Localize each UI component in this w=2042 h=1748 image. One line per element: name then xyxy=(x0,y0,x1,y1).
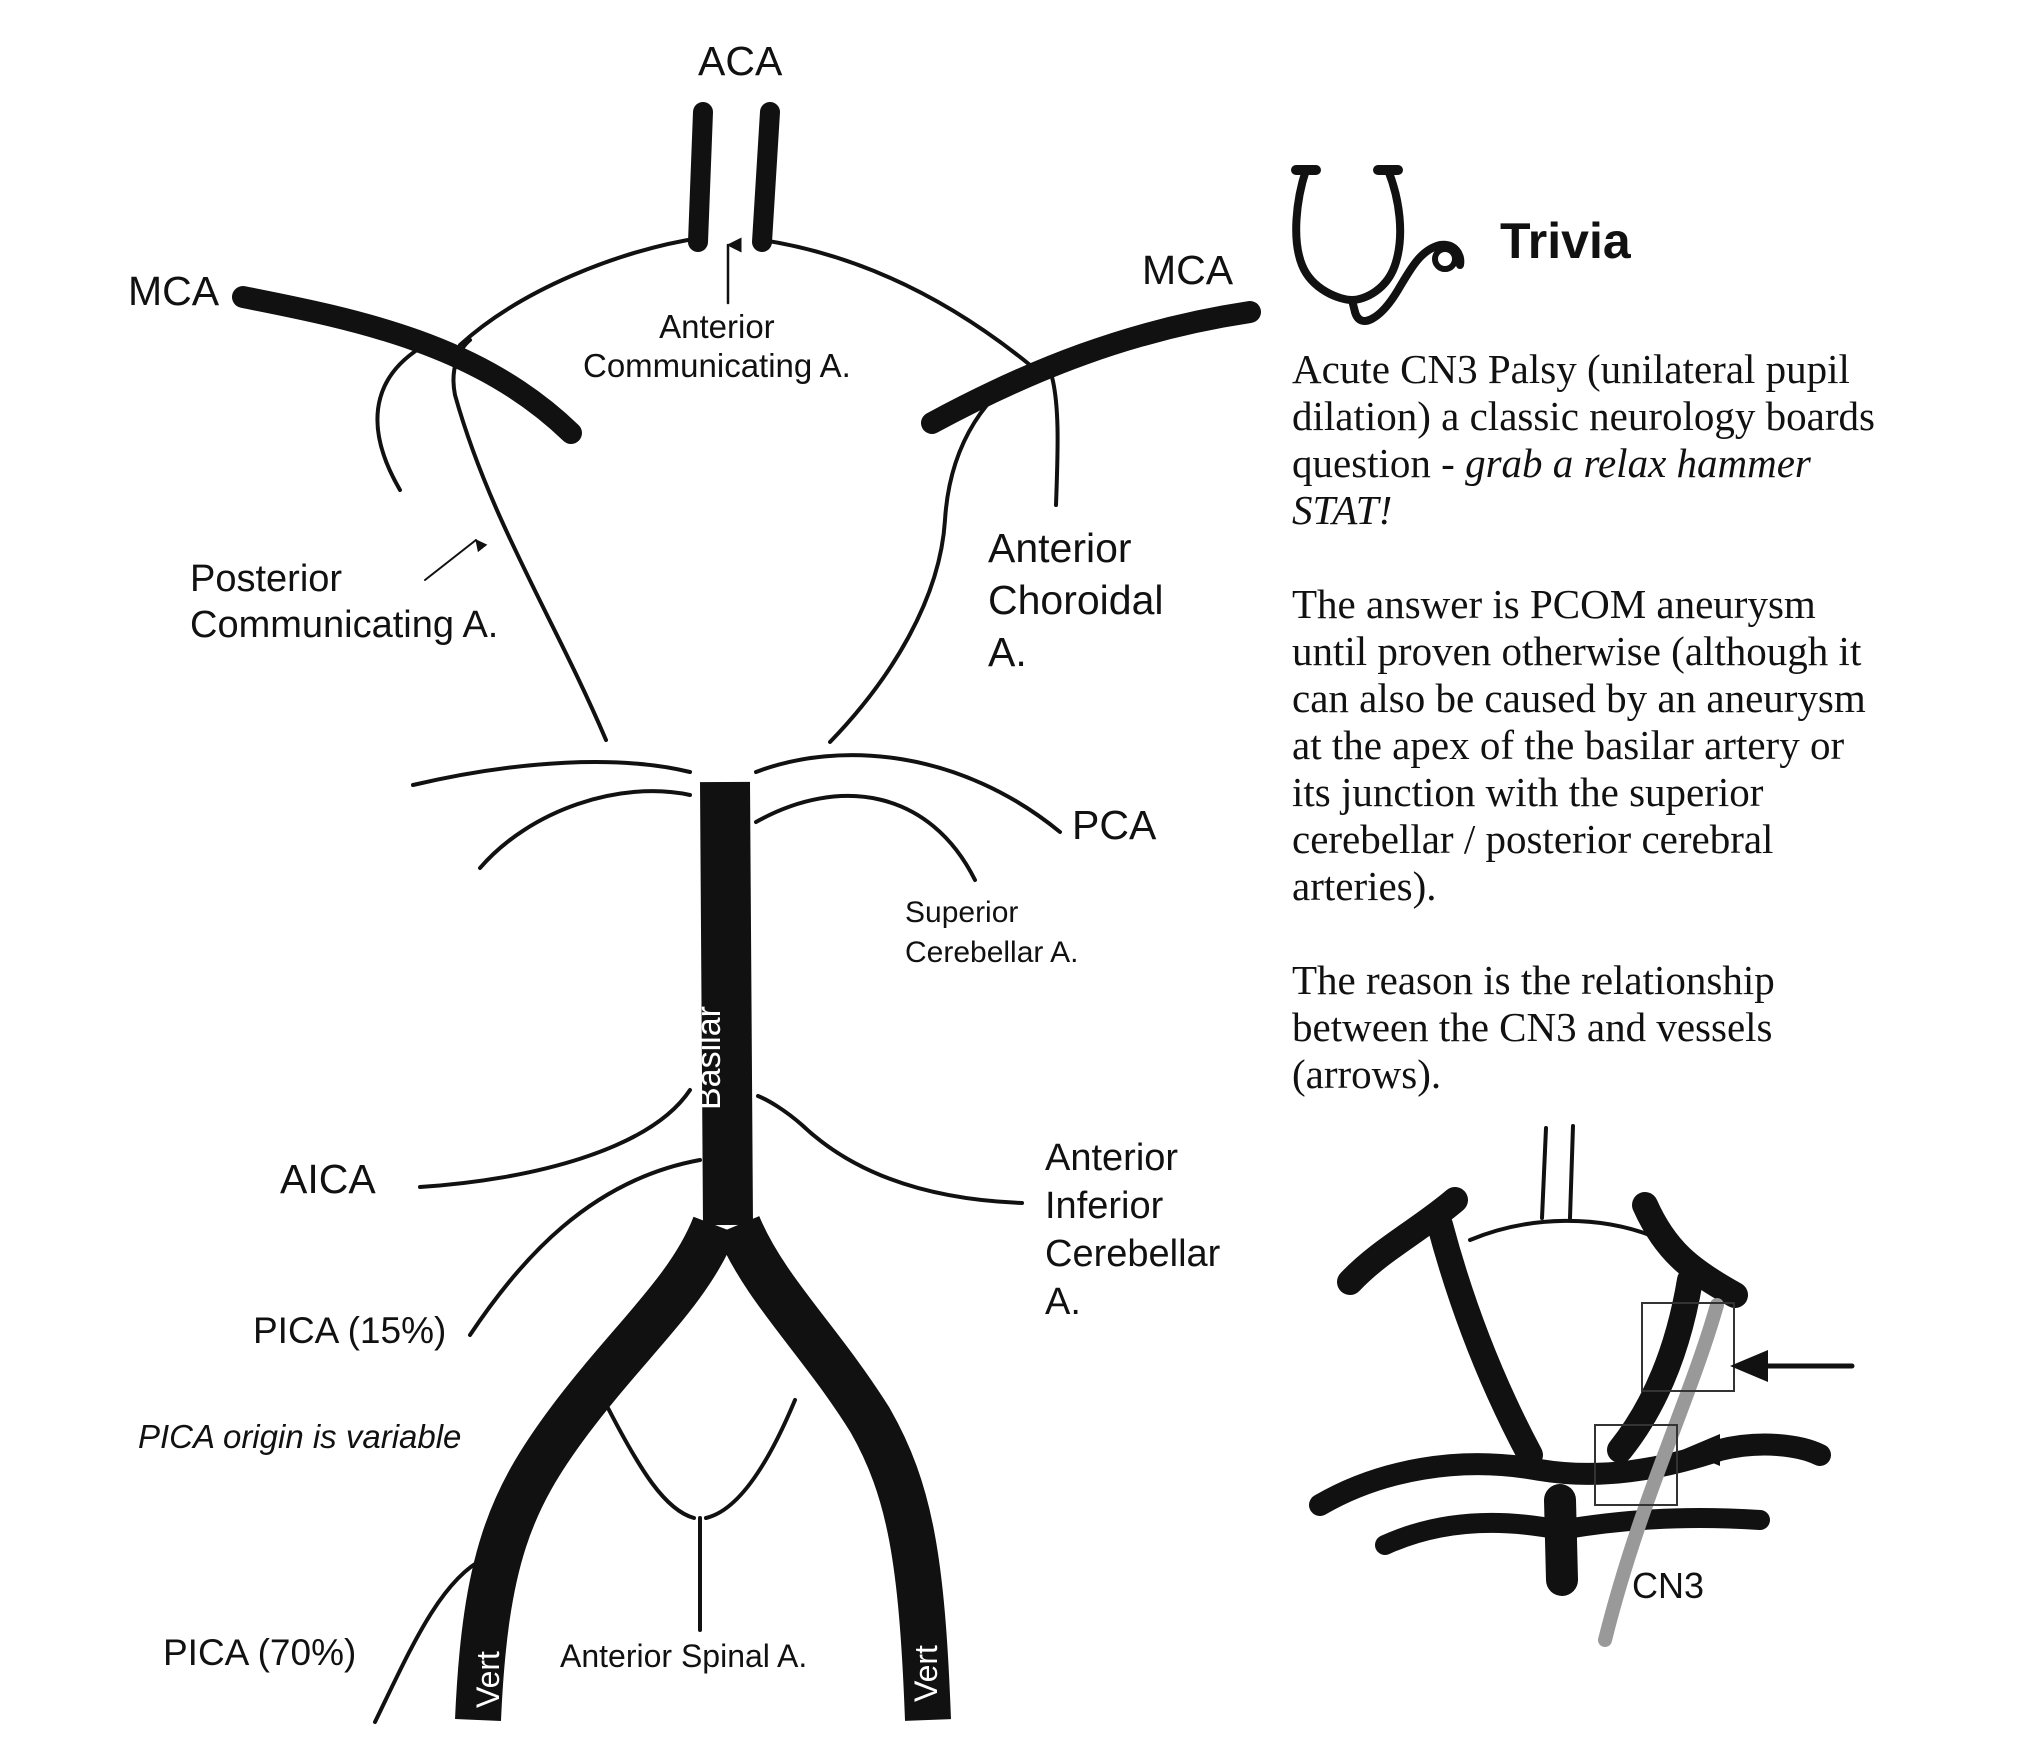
pcom-vessel xyxy=(451,338,608,742)
cn3-label: CN3 xyxy=(1632,1565,1705,1606)
pica15-vessel xyxy=(468,1158,702,1337)
anterior-spinal-left xyxy=(606,1406,696,1520)
mca-left-label: MCA xyxy=(128,268,220,314)
trivia-p1-main: Acute CN3 Palsy (unilateral pupil dilati… xyxy=(1292,346,1875,486)
inset-box-lower xyxy=(1594,1424,1678,1506)
inset-right-arm xyxy=(1607,1192,1748,1463)
acom-label: Anterior Communicating A. xyxy=(583,308,851,384)
pcom-label: Posterior Communicating A. xyxy=(190,558,499,646)
trivia-title: Trivia xyxy=(1500,213,1631,269)
trivia-paragraph-3: The reason is the relationship between t… xyxy=(1292,957,1775,1097)
aica-left xyxy=(418,1088,692,1189)
anterior-spinal-label: Anterior Spinal A. xyxy=(560,1638,808,1674)
inset-aca-lines xyxy=(1540,1124,1575,1220)
anterior-choroidal-label: Anterior Choroidal A. xyxy=(988,525,1164,675)
mca-left-vessel xyxy=(232,286,582,444)
trivia-paragraph-2: The answer is PCOM aneurysm until proven… xyxy=(1292,581,1866,909)
anterior-loop xyxy=(458,236,702,347)
mca-right-label: MCA xyxy=(1142,247,1234,293)
sca-left xyxy=(478,789,692,870)
trivia-paragraph-1: Acute CN3 Palsy (unilateral pupil dilati… xyxy=(1292,346,1892,534)
pcom-arrow xyxy=(424,539,488,581)
aca-right-vessel xyxy=(752,102,780,252)
basilar-label: Basilar xyxy=(690,1006,728,1110)
inset-arrow-lower-head xyxy=(1682,1434,1720,1466)
inset-posterior-bar xyxy=(1309,1433,1831,1516)
inset-box-upper xyxy=(1641,1302,1735,1392)
anterior-loop-right xyxy=(760,238,1032,367)
aica-label: AICA xyxy=(280,1156,376,1202)
aica-long-label: Anterior Inferior Cerebellar A. xyxy=(1045,1137,1221,1323)
inset-anterior-loop xyxy=(1468,1218,1657,1242)
sca-label: Superior Cerebellar A. xyxy=(905,896,1079,969)
inset-basilar-stub xyxy=(1544,1484,1578,1596)
aca-left-vessel xyxy=(688,102,713,252)
left-small-branch xyxy=(375,346,422,492)
inset-left-arm xyxy=(1337,1187,1543,1468)
inset-cn3-nerve xyxy=(1598,1298,1724,1647)
pca-label: PCA xyxy=(1072,802,1157,848)
aca-label: ACA xyxy=(698,38,783,84)
right-pcom-vessel xyxy=(828,368,1032,744)
vert-right-label: Vert xyxy=(908,1645,944,1702)
anterior-choroidal-vessel xyxy=(1048,368,1060,507)
anterior-spinal-right xyxy=(704,1398,797,1520)
pica15-label: PICA (15%) xyxy=(253,1310,447,1351)
inset-arrow-upper-head xyxy=(1730,1350,1768,1382)
pica70-label: PICA (70%) xyxy=(163,1632,357,1673)
vert-left xyxy=(455,1216,737,1722)
aica-right xyxy=(756,1094,1024,1205)
cn3-inset xyxy=(1309,1124,1855,1647)
stethoscope-icon xyxy=(1291,165,1465,325)
pca-left xyxy=(411,760,692,787)
pca-right xyxy=(754,753,1062,834)
mca-right-vessel xyxy=(921,301,1261,434)
pica-note-label: PICA origin is variable xyxy=(138,1418,462,1455)
pica70-vessel xyxy=(373,1556,487,1724)
basilar-vessel xyxy=(700,781,753,1226)
sca-right xyxy=(754,793,977,882)
vert-right xyxy=(716,1215,951,1721)
trivia-body: Acute CN3 Palsy (unilateral pupil dilati… xyxy=(1292,346,1892,1145)
trivia-p1-emphasis: grab a relax hammer STAT! xyxy=(1292,440,1811,533)
vert-left-label: Vert xyxy=(470,1651,506,1708)
